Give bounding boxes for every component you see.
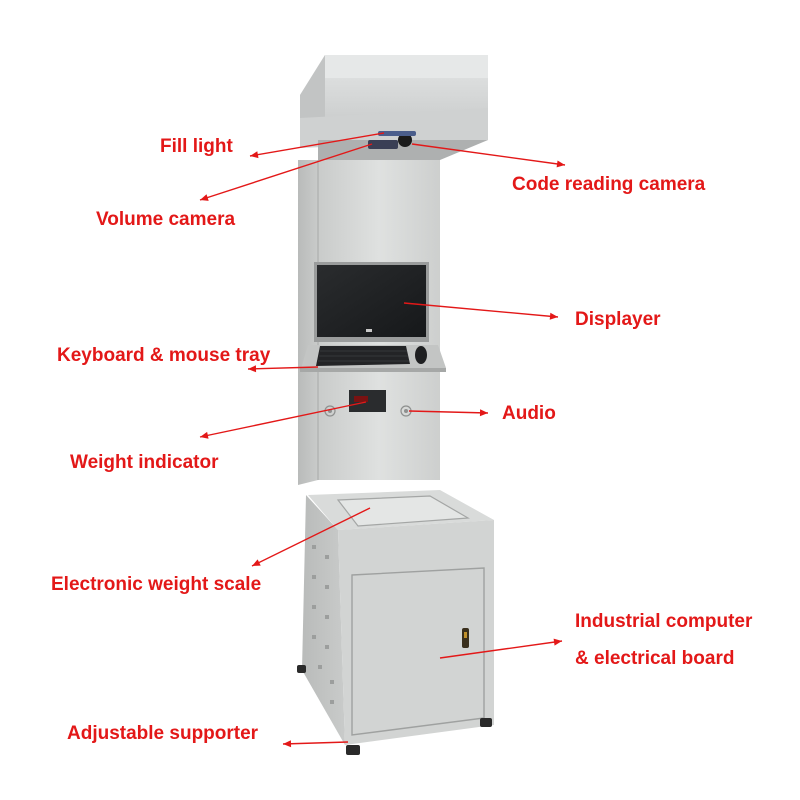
label-industrial-computer: Industrial computer — [575, 611, 753, 632]
label-weight-indicator: Weight indicator — [70, 452, 219, 473]
label-keyboard-mouse-tray: Keyboard & mouse tray — [57, 345, 271, 366]
arrow-icon — [549, 312, 558, 320]
arrow-icon — [200, 431, 209, 439]
volume-camera — [368, 140, 398, 149]
arrow-keyboard-mouse-tray — [247, 366, 319, 370]
hood — [300, 55, 488, 160]
label-electronic-weight-scale: Electronic weight scale — [51, 574, 262, 595]
label-volume-camera: Volume camera — [96, 209, 236, 230]
arrow-icon — [200, 194, 209, 201]
camera-assembly — [368, 131, 416, 149]
arrow-icon — [283, 740, 292, 748]
label-code-reading-camera: Code reading camera — [512, 174, 706, 195]
arrow-code-reading-camera — [411, 143, 566, 166]
cabinet — [302, 490, 494, 745]
keyboard-tray — [300, 345, 446, 372]
label-electrical-board: & electrical board — [575, 648, 735, 669]
arrow-icon — [553, 638, 562, 646]
mouse — [415, 346, 427, 364]
label-adjustable-supporter: Adjustable supporter — [67, 723, 259, 744]
display-screen — [314, 262, 429, 342]
label-fill-light: Fill light — [160, 136, 233, 157]
label-audio: Audio — [502, 403, 556, 424]
label-displayer: Displayer — [575, 309, 661, 330]
arrow-icon — [556, 160, 565, 168]
arrow-displayer — [403, 302, 559, 318]
arrow-icon — [479, 409, 488, 417]
fill-light — [378, 131, 416, 136]
feet — [297, 665, 492, 755]
arrow-electronic-weight-scale — [251, 507, 371, 567]
code-reading-camera — [398, 133, 412, 147]
arrow-icon — [248, 365, 257, 373]
callout-arrows — [199, 132, 566, 748]
arrow-volume-camera — [199, 143, 373, 201]
arrow-icon — [252, 559, 261, 566]
arrow-icon — [250, 151, 259, 159]
arrow-adjustable-supporter — [282, 741, 349, 745]
arrow-weight-indicator — [199, 401, 367, 438]
arrow-industrial-computer — [439, 640, 563, 659]
arrow-fill-light — [249, 132, 385, 157]
arrow-audio — [408, 410, 489, 414]
